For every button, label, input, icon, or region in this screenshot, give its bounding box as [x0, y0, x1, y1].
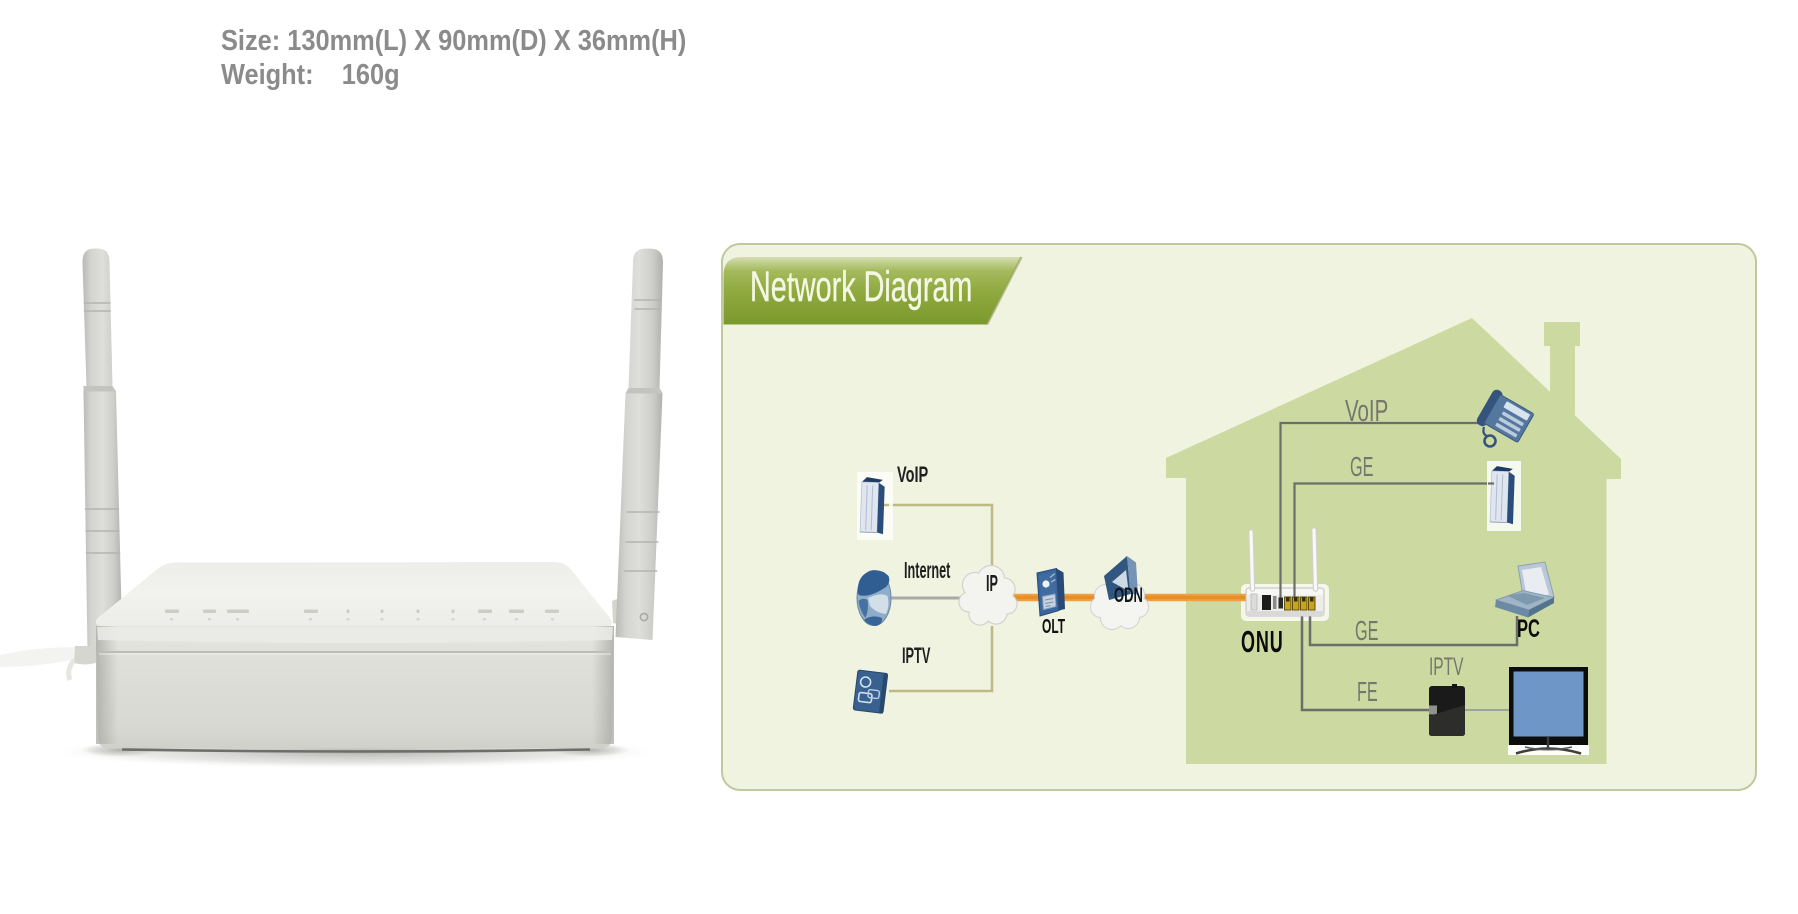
svg-text:ONU: ONU — [1241, 625, 1284, 659]
svg-text:IPTV: IPTV — [902, 643, 930, 667]
svg-text:GE: GE — [1350, 450, 1373, 482]
svg-text:VoIP: VoIP — [897, 462, 928, 487]
svg-text:FE: FE — [1357, 675, 1378, 707]
svg-text:GE: GE — [1355, 614, 1378, 646]
svg-text:PC: PC — [1517, 616, 1540, 643]
svg-text:ODN: ODN — [1114, 583, 1143, 607]
svg-text:IPTV: IPTV — [1429, 653, 1464, 681]
svg-text:Internet: Internet — [904, 557, 950, 583]
svg-text:IP: IP — [986, 570, 998, 596]
svg-text:Network Diagram: Network Diagram — [750, 262, 972, 310]
svg-text:OLT: OLT — [1042, 616, 1065, 638]
svg-text:VoIP: VoIP — [1345, 393, 1388, 428]
